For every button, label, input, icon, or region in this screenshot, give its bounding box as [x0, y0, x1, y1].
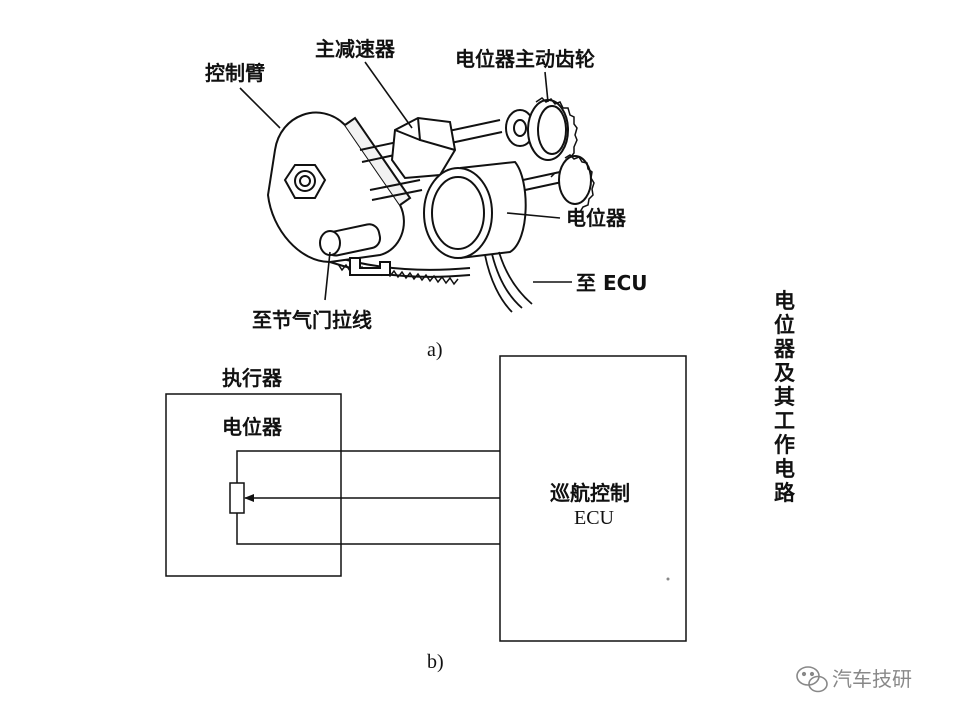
- main-reducer-block: [390, 116, 457, 180]
- resistor-symbol: [229, 482, 245, 514]
- lead-wires: [484, 251, 533, 313]
- side-title-char: 位: [774, 313, 795, 337]
- caption-a: a): [427, 339, 443, 361]
- figure-a-labels: 控制臂 主减速器 电位器主动齿轮 电位器 至 ECU 至节气门拉线 a): [205, 37, 648, 361]
- side-title-char: 电: [774, 457, 795, 481]
- actuator-title: 执行器: [222, 366, 283, 390]
- hex-nut: [283, 164, 327, 199]
- label-throttle-cable: 至节气门拉线: [252, 308, 372, 332]
- ecu-label-line1: 巡航控制: [550, 481, 630, 505]
- cable-pin: [319, 223, 382, 257]
- label-drive-gear: 电位器主动齿轮: [455, 47, 595, 71]
- side-title-char: 其: [774, 385, 795, 409]
- ecu-label-line2: ECU: [574, 507, 615, 529]
- label-main-reducer: 主减速器: [315, 37, 396, 61]
- side-title-char: 器: [773, 337, 796, 361]
- side-title-char: 电: [774, 289, 795, 313]
- potentiometer-label-b: 电位器: [222, 415, 283, 439]
- small-dot: [666, 577, 670, 581]
- actuator-box: [165, 393, 342, 577]
- side-title-char: 及: [774, 361, 796, 385]
- caption-b: b): [427, 651, 444, 673]
- circuit-diagram: 执行器 电位器 巡航控制 ECU b): [165, 355, 687, 673]
- label-control-arm: 控制臂: [205, 61, 265, 85]
- potentiometer-drive-gear: [527, 97, 578, 178]
- actuator-mechanism-drawing: [266, 97, 595, 313]
- label-to-ecu: 至 ECU: [576, 271, 648, 295]
- potentiometer-drum: [423, 160, 527, 259]
- side-title: 电 位 器 及 其 工 作 电 路: [773, 289, 796, 505]
- potentiometer-gear: [558, 154, 595, 213]
- watermark: 汽车技研: [796, 666, 912, 693]
- side-title-char: 路: [774, 481, 796, 505]
- side-title-char: 工: [774, 409, 795, 433]
- wechat-icon: [796, 666, 828, 693]
- shaft-bearing: [505, 109, 535, 147]
- wiring: [236, 450, 500, 545]
- side-title-char: 作: [774, 433, 795, 457]
- wiper-arrowhead: [244, 494, 254, 502]
- watermark-text: 汽车技研: [832, 667, 912, 691]
- label-potentiometer-a: 电位器: [566, 206, 627, 230]
- leader-lines: [239, 61, 572, 301]
- bracket: [349, 257, 391, 276]
